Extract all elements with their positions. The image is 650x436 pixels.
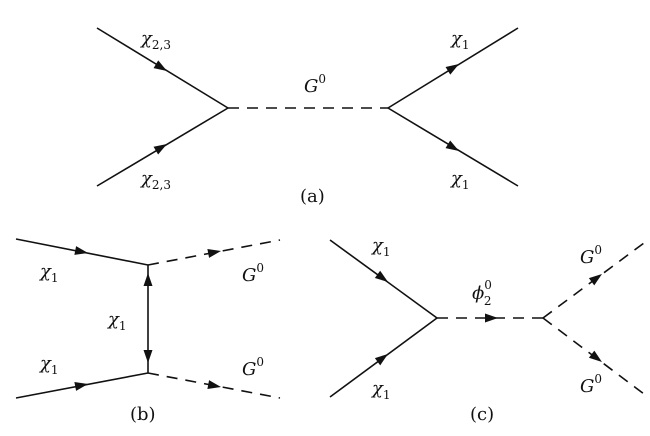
b-arrow-in-top [74,246,88,255]
b-caption: (b) [130,404,156,425]
b-label-in-bottom: χ1 [38,353,59,377]
a-arrow-out-bottom [445,140,459,151]
c-label-out-bottom: G0 [580,372,602,397]
b-arrow-exchange-down [143,350,153,363]
c-label-in-bottom: χ1 [370,378,391,402]
b-label-out-top: G0 [242,261,264,286]
c-arrow-in-bottom [374,354,388,366]
c-arrow-mediator [485,313,498,323]
a-label-mediator: G0 [304,72,326,97]
c-label-out-top: G0 [580,243,602,268]
a-arrow-in-bottom [153,144,167,155]
b-arrow-out-bottom [207,380,221,390]
b-label-out-bottom: G0 [242,355,264,380]
c-arrow-in-top [374,270,388,282]
c-caption: (c) [470,404,494,425]
diagram-b: χ1 χ1 χ1 G0 G0 (b) [15,238,281,425]
b-arrow-exchange-up [143,273,153,286]
b-label-exchange: χ1 [106,309,127,333]
a-arrow-out-top [445,64,459,75]
a-label-out-top: χ1 [449,28,470,52]
a-label-in-bottom: χ2,3 [139,168,171,192]
c-label-in-top: χ1 [370,235,391,259]
b-arrow-in-bottom [74,381,88,391]
a-label-out-bottom: χ1 [449,168,470,192]
a-label-in-top: χ2,3 [139,28,171,52]
c-arrow-out-top [588,274,602,286]
c-arrow-out-bottom [588,350,602,362]
b-arrow-out-top [207,248,221,258]
a-caption: (a) [300,186,325,207]
b-label-in-top: χ1 [38,261,59,285]
a-arrow-in-top [153,60,167,71]
diagram-a: χ2,3 χ2,3 G0 χ1 χ1 (a) [96,27,519,207]
